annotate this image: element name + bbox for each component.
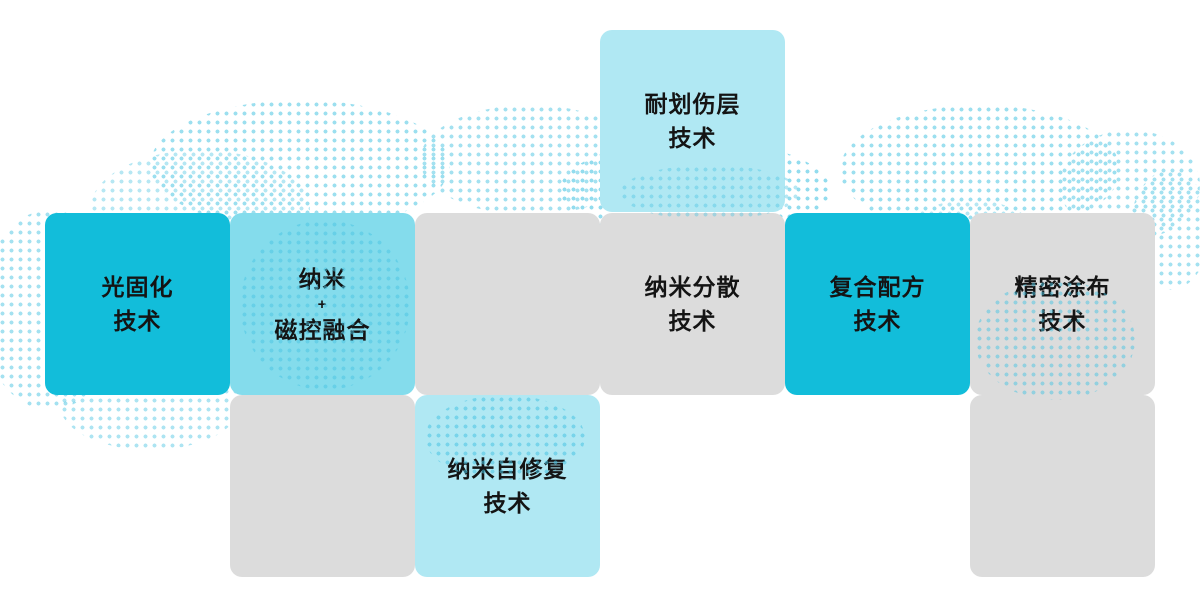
world-map-dots-blob — [150, 100, 450, 230]
tile-nano-dispersion: 纳米分散 技术 — [600, 213, 785, 395]
tile-text-line: 技术 — [113, 308, 162, 334]
tile-text-line: 纳米分散 — [644, 274, 741, 300]
tile-text-line: 技术 — [668, 308, 717, 334]
tile-text-line: 光固化 — [101, 274, 174, 300]
tile-precision-coating: 精密涂布 技术 — [970, 213, 1155, 395]
plus-symbol: + — [317, 295, 328, 313]
tile-text-line: 精密涂布 — [1014, 274, 1111, 300]
tile-empty-a — [415, 213, 600, 395]
tile-text-line: 磁控融合 — [274, 316, 371, 343]
tile-photo-curing: 光固化 技术 — [45, 213, 230, 395]
tile-empty-b — [230, 395, 415, 577]
tile-nano-magnetron-fusion: 纳米 + 磁控融合 — [230, 213, 415, 395]
tile-nano-self-healing: 纳米自修复 技术 — [415, 395, 600, 577]
tile-text-line: 纳米自修复 — [447, 456, 568, 482]
tile-composite-formula: 复合配方 技术 — [785, 213, 970, 395]
tile-text-line: 技术 — [668, 125, 717, 151]
tile-text-line: 纳米 — [298, 265, 347, 292]
tile-scratch-resistant-layer: 耐划伤层 技术 — [600, 30, 785, 212]
tile-text-line: 技术 — [1038, 308, 1087, 334]
tile-text-line: 技术 — [853, 308, 902, 334]
tile-text-line: 复合配方 — [829, 274, 926, 300]
tile-text-line: 耐划伤层 — [644, 91, 741, 117]
tile-text-line: 技术 — [483, 490, 532, 516]
tile-empty-c — [970, 395, 1155, 577]
